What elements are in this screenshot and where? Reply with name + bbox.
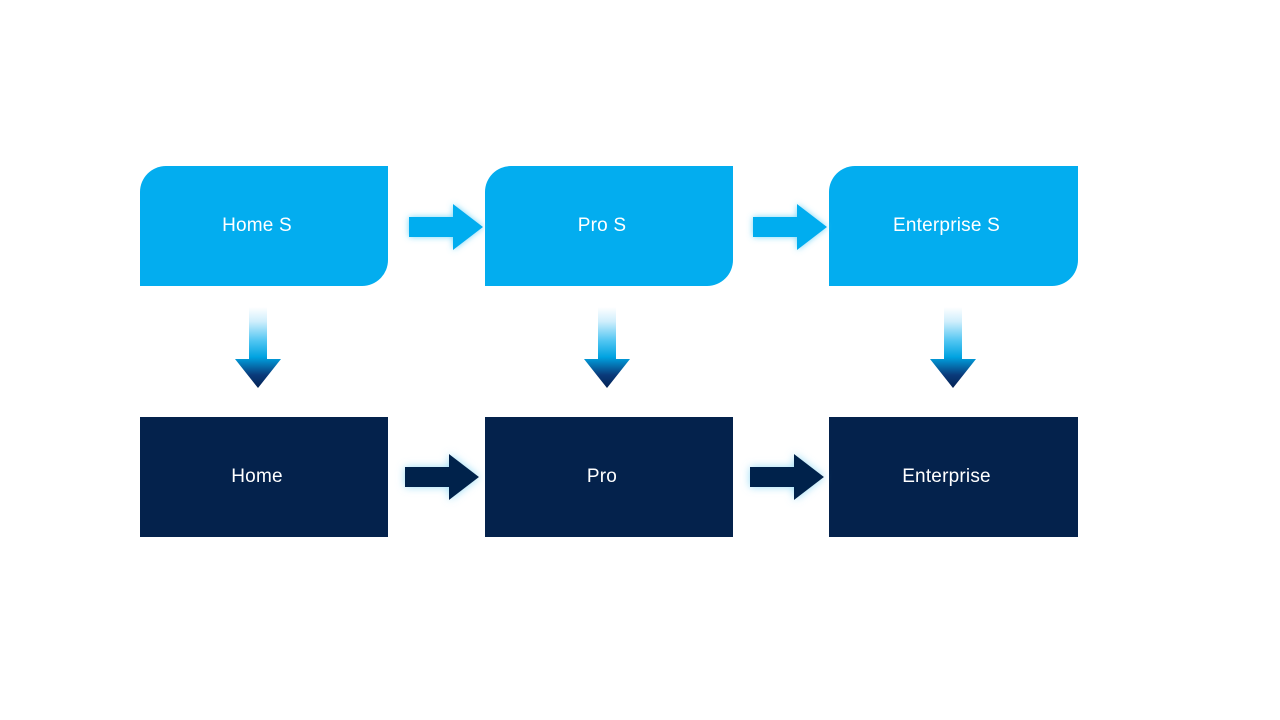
tier-box-pro-label: Pro [586, 465, 618, 487]
tier-box-enterprise-label: Enterprise [902, 465, 991, 487]
tier-box-home-label: Home [231, 465, 283, 487]
tier-box-enterprise-s[interactable]: Enterprise S [829, 166, 1078, 286]
arrow-pro-s-to-enterprise-s-icon [753, 203, 827, 251]
tier-box-pro-s-label: Pro S [577, 214, 627, 236]
tier-box-enterprise[interactable]: Enterprise [829, 417, 1078, 537]
arrow-home-to-pro-icon [405, 453, 479, 501]
tier-box-home-s[interactable]: Home S [140, 166, 388, 286]
arrow-pro-to-enterprise-icon [750, 453, 824, 501]
tier-box-home-s-label: Home S [222, 214, 292, 236]
tier-box-enterprise-s-label: Enterprise S [893, 214, 1000, 236]
tier-box-pro[interactable]: Pro [485, 417, 733, 537]
arrow-home-s-to-pro-s-icon [409, 203, 483, 251]
tier-box-pro-s[interactable]: Pro S [485, 166, 733, 286]
tier-box-home[interactable]: Home [140, 417, 388, 537]
arrow-enterprise-s-down-to-enterprise-icon [929, 307, 977, 389]
arrow-pro-s-down-to-pro-icon [583, 307, 631, 389]
arrow-home-s-down-to-home-icon [234, 307, 282, 389]
